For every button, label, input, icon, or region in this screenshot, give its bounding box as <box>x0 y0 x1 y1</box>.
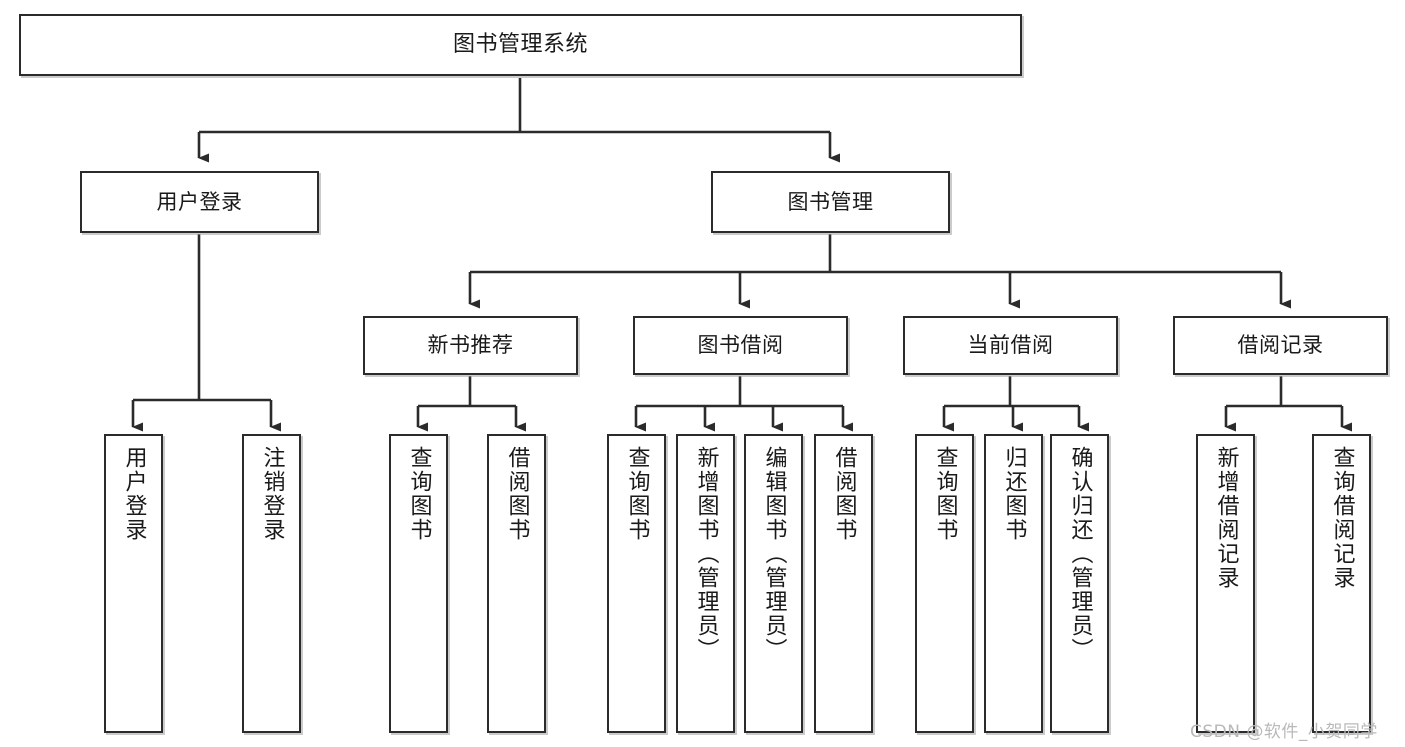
leaf-user-login[interactable]: 用户登录 <box>104 434 163 733</box>
leaf-query-book-2[interactable]: 查询图书 <box>607 434 666 733</box>
leaf-borrow-book-1[interactable]: 借阅图书 <box>487 434 546 733</box>
node-label: 借阅记录 <box>1237 333 1324 358</box>
node-label: 当前借阅 <box>967 333 1054 358</box>
node-current-borrow[interactable]: 当前借阅 <box>903 316 1118 375</box>
leaf-logout[interactable]: 注销登录 <box>242 434 301 733</box>
node-label: 图书管理系统 <box>452 32 588 58</box>
leaf-query-book-1[interactable]: 查询图书 <box>389 434 448 733</box>
node-label: 新书推荐 <box>427 333 514 358</box>
leaf-add-book-admin[interactable]: 新增图书（管理员） <box>676 434 735 733</box>
leaf-query-borrow-record[interactable]: 查询借阅记录 <box>1312 434 1371 733</box>
leaf-query-book-3[interactable]: 查询图书 <box>915 434 974 733</box>
leaf-edit-book-admin[interactable]: 编辑图书（管理员） <box>744 434 803 733</box>
leaf-confirm-return-admin[interactable]: 确认归还（管理员） <box>1050 434 1109 733</box>
node-label: 确认归还（管理员） <box>1067 446 1093 662</box>
node-label: 借阅图书 <box>831 446 857 542</box>
node-label: 查询图书 <box>624 446 650 542</box>
node-label: 查询图书 <box>406 446 432 542</box>
node-label: 注销登录 <box>259 446 285 542</box>
node-new-book-recommend[interactable]: 新书推荐 <box>363 316 578 375</box>
node-label: 归还图书 <box>1001 446 1027 542</box>
node-book-management[interactable]: 图书管理 <box>711 171 950 233</box>
node-label: 查询借阅记录 <box>1329 446 1355 590</box>
node-label: 编辑图书（管理员） <box>761 446 787 662</box>
node-label: 新增借阅记录 <box>1213 446 1239 590</box>
node-root-book-management-system[interactable]: 图书管理系统 <box>19 14 1022 76</box>
node-label: 用户登录 <box>121 446 147 542</box>
node-label: 图书管理 <box>787 189 874 214</box>
node-label: 图书借阅 <box>697 333 784 358</box>
leaf-add-borrow-record[interactable]: 新增借阅记录 <box>1196 434 1255 733</box>
node-label: 借阅图书 <box>504 446 530 542</box>
node-user-login[interactable]: 用户登录 <box>80 171 319 233</box>
node-label: 查询图书 <box>932 446 958 542</box>
leaf-return-book[interactable]: 归还图书 <box>984 434 1043 733</box>
node-book-borrow[interactable]: 图书借阅 <box>633 316 848 375</box>
node-label: 用户登录 <box>156 189 243 214</box>
leaf-borrow-book-2[interactable]: 借阅图书 <box>814 434 873 733</box>
node-label: 新增图书（管理员） <box>693 446 719 662</box>
node-borrow-record[interactable]: 借阅记录 <box>1173 316 1388 375</box>
